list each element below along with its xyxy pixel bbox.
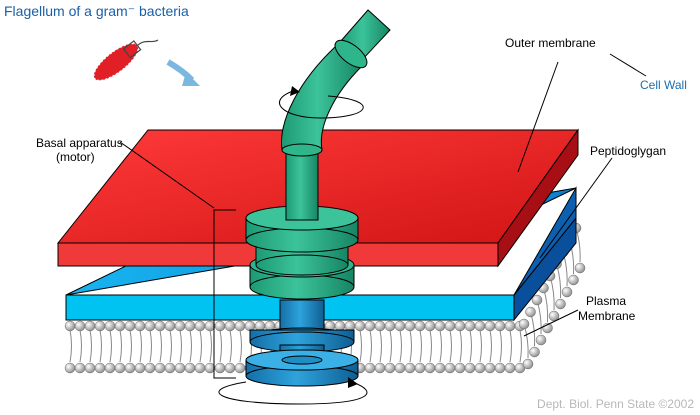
label-peptidoglygan: Peptidoglygan	[590, 144, 667, 158]
flagellar-filament	[281, 9, 391, 221]
bacterium-icon	[93, 39, 159, 81]
label-motor: (motor)	[56, 150, 95, 164]
label-basal-apparatus: Basal apparatus	[36, 136, 123, 150]
basal-rings	[245, 205, 359, 300]
rotation-arrow-top-icon	[279, 86, 364, 119]
zoom-arrow-icon	[166, 59, 200, 86]
credit-text: Dept. Biol. Penn State ©2002	[537, 397, 694, 411]
label-plasma: Plasma	[586, 294, 627, 308]
label-cell-wall: Cell Wall	[640, 78, 687, 92]
leader-lines	[119, 53, 647, 379]
label-outer-membrane: Outer membrane	[505, 36, 596, 50]
label-membrane: Membrane	[578, 309, 636, 323]
motor-rings	[245, 299, 359, 387]
diagram-title: Flagellum of a gram⁻ bacteria	[4, 3, 189, 19]
rotation-arrow-bottom-icon	[218, 377, 368, 405]
